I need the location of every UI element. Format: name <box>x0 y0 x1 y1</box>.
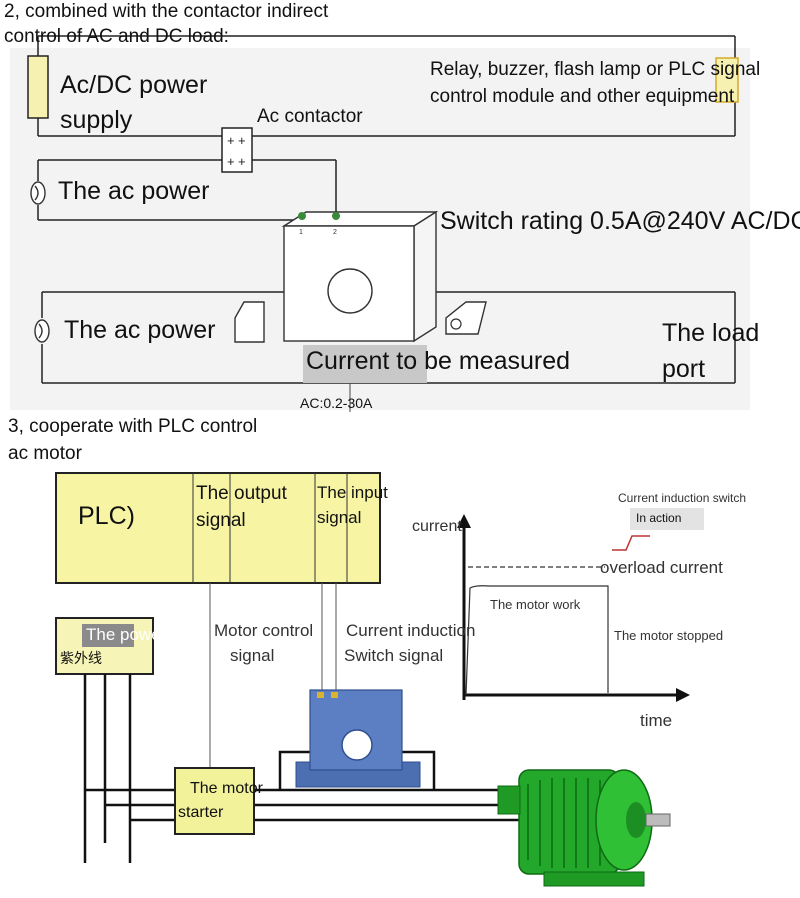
power-supply-block <box>27 55 49 119</box>
power-label-highlight <box>82 624 134 647</box>
signal-wires <box>209 583 337 768</box>
svg-text:2: 2 <box>333 229 337 236</box>
section2-heading-line1: 2, combined with the contactor indirect <box>4 1 329 22</box>
svg-text:+: + <box>227 154 235 169</box>
current-sensor-blue <box>295 689 421 788</box>
current-induction-line2: Switch signal <box>344 646 444 665</box>
current-measured-label: Current to be measured <box>306 347 571 375</box>
motor-control-line1: Motor control <box>214 621 314 640</box>
current-range-label: AC:0.2-30A <box>300 395 373 411</box>
plc-label: PLC) <box>78 502 135 530</box>
input-signal-line1: The input <box>317 483 388 502</box>
motor-work-label: The motor work <box>490 597 581 612</box>
ac-power-symbols <box>30 181 50 343</box>
motor-control-line2: signal <box>230 646 275 665</box>
starter-label-line1: The motor <box>190 780 263 797</box>
current-induction-line1: Current induction <box>346 621 476 640</box>
starter-label-line2: starter <box>178 804 224 821</box>
section3-heading-line2: ac motor <box>8 443 82 464</box>
output-signal-line2: signal <box>196 510 246 531</box>
graph-x-axis-label: time <box>640 711 673 730</box>
plc-block <box>55 472 381 584</box>
graph-y-axis-label: current <box>412 518 462 535</box>
starter-block <box>174 767 255 835</box>
switch-rating-label: Switch rating 0.5A@240V AC/DC <box>440 207 800 235</box>
load-label-line2: port <box>662 355 706 383</box>
relay-module-block <box>715 57 739 103</box>
contactor-contacts: ++ ++ <box>227 133 246 169</box>
power-box-cn-label: 紫外线 <box>60 650 102 666</box>
in-action-label: In action <box>636 511 682 525</box>
contactor-label: Ac contactor <box>257 106 363 127</box>
ac-power-top-label: The ac power <box>58 177 210 205</box>
current-sensor-top: 1 2 <box>234 210 487 343</box>
load-label-line1: The load <box>662 319 760 347</box>
input-signal-line2: signal <box>317 508 362 527</box>
plc-dividers <box>192 473 348 583</box>
motor <box>497 769 671 887</box>
ac-contactor-block <box>221 127 253 173</box>
power-supply-label-line2: supply <box>60 106 133 134</box>
section3-heading-line1: 3, cooperate with PLC control <box>8 416 258 437</box>
ac-power-bottom-label: The ac power <box>64 316 216 344</box>
measured-highlight <box>303 345 427 383</box>
current-time-graph <box>457 508 704 702</box>
overload-label: overload current <box>600 558 723 577</box>
svg-text:+: + <box>227 133 235 148</box>
output-signal-line1: The output <box>196 483 287 504</box>
svg-text:+: + <box>238 133 246 148</box>
relay-label-line1: Relay, buzzer, flash lamp or PLC signal <box>430 59 761 80</box>
switch-title-label: Current induction switch <box>618 491 747 505</box>
three-phase-wires <box>83 674 525 863</box>
section2-heading-line2: control of AC and DC load: <box>4 26 229 47</box>
svg-text:+: + <box>238 154 246 169</box>
power-box-label: The power <box>86 625 167 644</box>
relay-label-line2: control module and other equipment <box>430 86 735 107</box>
motor-stopped-label: The motor stopped <box>614 628 724 643</box>
power-supply-label-line1: Ac/DC power <box>60 71 208 99</box>
svg-text:1: 1 <box>299 229 303 236</box>
